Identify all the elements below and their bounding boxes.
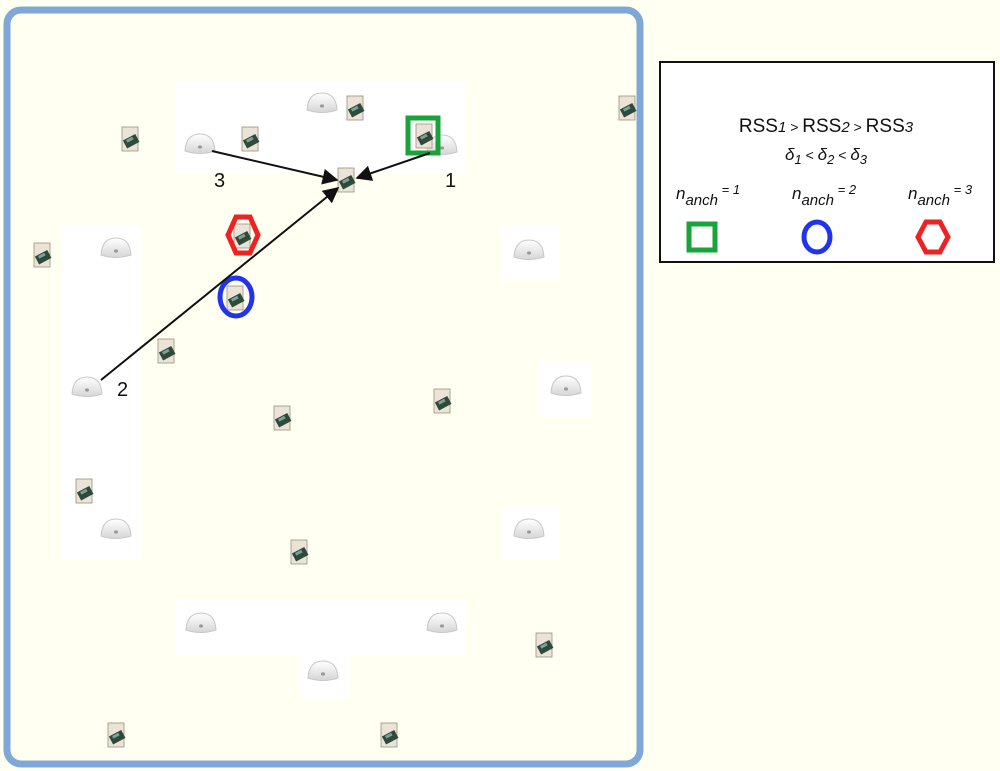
sensor-node-icon — [157, 338, 176, 364]
arrow-label: 3 — [214, 170, 225, 192]
circle-marker — [217, 275, 255, 319]
arrows — [100, 150, 431, 381]
sensor-node-icon — [273, 405, 292, 431]
sensor-node-icon — [380, 722, 399, 748]
arrow-label: 1 — [445, 170, 456, 192]
sensor-node-icon — [241, 126, 260, 152]
sensor-node-icon — [346, 95, 365, 121]
sensor-node-icon — [290, 539, 309, 565]
sensor-node-icon — [433, 388, 452, 414]
circle-icon — [801, 219, 833, 255]
sensor-node-icon — [233, 223, 252, 249]
square-marker — [405, 115, 441, 156]
legend-entry-label: nanch = 1 — [676, 182, 740, 209]
sensor-node-icon — [415, 123, 434, 149]
legend-delta-line: δ1 < δ2 < δ3 — [785, 145, 868, 167]
sensor-node-icon — [337, 167, 356, 193]
legend-entry-label: nanch = 3 — [908, 182, 973, 209]
arrow-from-1 — [355, 152, 431, 181]
arrow-label: 2 — [117, 379, 128, 401]
square-icon — [686, 221, 718, 253]
room-boundary — [3, 6, 644, 768]
legend-rss-line: RSS1 > RSS2 > RSS3 — [739, 116, 914, 137]
coverage-zone — [176, 600, 466, 656]
sensor-node-icon — [75, 478, 94, 504]
sensor-node-icon — [121, 126, 140, 152]
legend: RSS1 > RSS2 > RSS3 δ1 < δ2 < δ3 nanch = … — [659, 61, 995, 263]
sensor-node-icon — [226, 285, 245, 311]
arrow-from-2 — [100, 186, 340, 381]
hexagon-marker — [225, 214, 261, 256]
sensor-node-icon — [107, 722, 126, 748]
hexagon-icon — [915, 219, 951, 255]
arrow-from-3 — [211, 150, 339, 185]
sensor-node-icon — [535, 632, 554, 658]
sensor-node-icon — [33, 242, 52, 268]
legend-entry-label: nanch = 2 — [792, 182, 857, 209]
sensor-node-icon — [618, 95, 637, 121]
